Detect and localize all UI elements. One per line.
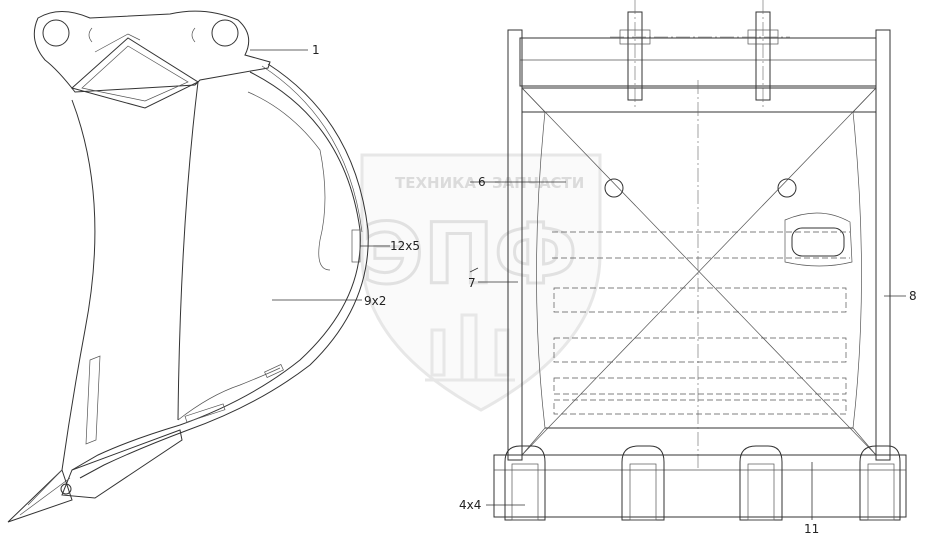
tooth-3 [739,445,783,521]
side-mount-ear [33,10,271,93]
side-tooth-adapter [61,429,183,499]
callout-4x4: 4x4 [459,498,525,512]
callout-1: 1 [250,43,320,57]
watermark-shield [360,153,602,412]
bucket-front-view [493,0,907,521]
side-tooth-tip [7,469,73,523]
callout-label-12x5: 12x5 [390,239,420,253]
callout-9x2: 9x2 [272,294,386,308]
bucket-side-view [7,10,369,523]
front-cutout [791,227,845,257]
side-back-curve [61,99,96,471]
tooth-1 [504,445,546,521]
tooth-2 [621,445,665,521]
pin-hole-left [42,19,70,47]
watermark: ТЕХНИКА ЗАПЧАСТИ ЭПФ [360,153,602,412]
side-plate-edge [177,81,199,421]
callout-11: 11 [804,462,819,536]
front-hole-left [604,178,624,198]
watermark-text-left: ТЕХНИКА [395,174,476,192]
callout-label-11: 11 [804,522,819,536]
side-tooth-pin [60,483,72,495]
front-cutting-edge [493,454,907,518]
callout-7: 7 [468,267,518,290]
watermark-big-letters: ЭПФ [362,205,577,303]
tooth-4 [859,445,901,521]
front-mount-lugs [610,0,790,110]
side-front-rib [71,71,361,471]
front-hole-right [777,178,797,198]
front-teeth [504,445,901,521]
callout-8: 8 [884,289,917,303]
callout-label-9x2: 9x2 [364,294,386,308]
side-rib-diamond [70,37,200,109]
front-wear-strips [552,231,850,415]
callout-label-1: 1 [312,43,320,57]
callout-6: 6 [470,175,566,189]
pin-hole-right [211,19,239,47]
callout-12x5: 12x5 [360,239,420,253]
callout-label-7: 7 [468,276,476,290]
watermark-text-right: ЗАПЧАСТИ [492,174,584,192]
callout-label-6: 6 [478,175,486,189]
callout-label-8: 8 [909,289,917,303]
callout-label-4x4: 4x4 [459,498,481,512]
front-top-beam [519,37,877,87]
